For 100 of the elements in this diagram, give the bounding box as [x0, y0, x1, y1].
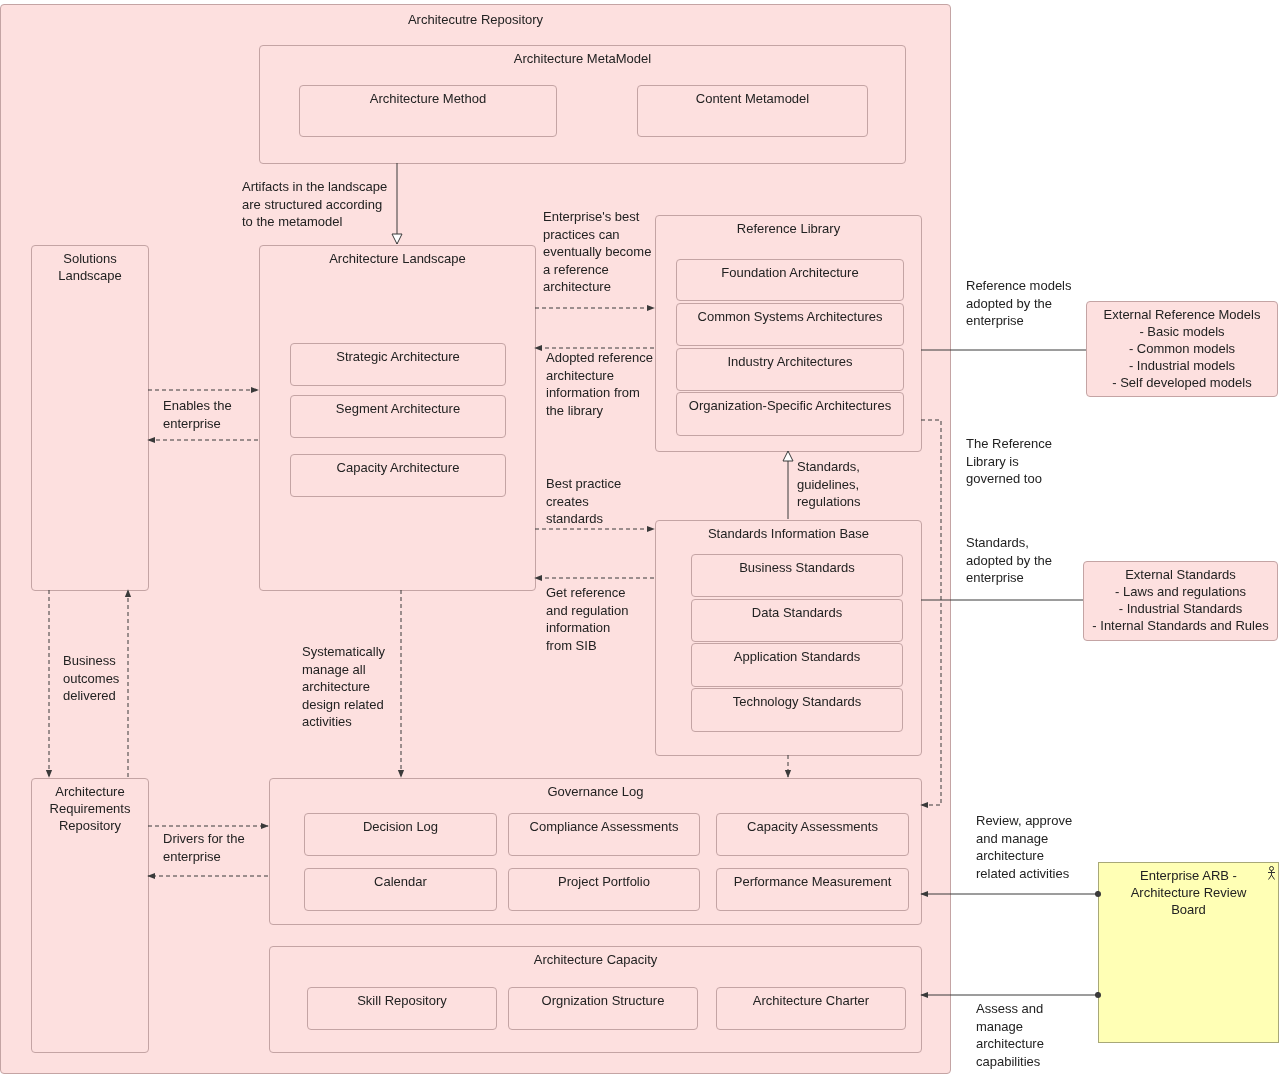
group-box	[259, 245, 536, 591]
box-title: Capacity Assessments	[746, 818, 879, 835]
process-box	[716, 987, 906, 1030]
arrow	[920, 991, 1102, 999]
box-title: Content Metamodel	[694, 90, 811, 107]
arrow	[920, 890, 1102, 898]
process-box	[1086, 301, 1278, 397]
process-box	[304, 868, 497, 911]
edge-label: Enables the enterprise	[163, 397, 233, 432]
box-title: Performance Measurement	[732, 873, 893, 890]
box-title: Enterprise ARB - Architecture Review Board	[1129, 867, 1248, 918]
box-title: Architecture MetaModel	[512, 50, 653, 67]
arrow	[45, 589, 53, 778]
group-box	[259, 45, 906, 164]
box-title: Industry Architectures	[726, 353, 854, 370]
process-box	[676, 303, 904, 346]
group-box	[655, 520, 922, 756]
box-title: Architecutre Repository	[406, 11, 545, 28]
box-title: Organization-Specific Architectures	[687, 397, 893, 414]
group-box	[269, 778, 922, 925]
box-title: Compliance Assessments	[528, 818, 680, 835]
process-box	[637, 85, 868, 137]
box-title: - Industrial Standards	[1117, 600, 1244, 617]
process-box	[676, 392, 904, 436]
process-box	[691, 643, 903, 687]
box-title: Strategic Architecture	[335, 348, 461, 365]
box-title: Architecture Requirements Repository	[48, 783, 132, 834]
process-box	[691, 554, 903, 597]
box-title: Application Standards	[732, 648, 862, 665]
box-title: Architecture Capacity	[532, 951, 659, 968]
process-box	[290, 454, 506, 497]
box-title: Calendar	[373, 873, 428, 890]
arrow	[147, 822, 269, 830]
edge-label: Drivers for the enterprise	[163, 830, 246, 865]
group-box	[269, 946, 922, 1053]
edge-label: The Reference Library is governed too	[966, 435, 1053, 488]
box-title: Data Standards	[750, 604, 844, 621]
arrow	[397, 589, 405, 778]
box-title: Architecture Charter	[751, 992, 871, 1009]
edge-label: Assess and manage architecture capabilities	[976, 1000, 1045, 1070]
edge-label: Artifacts in the landscape are structured according to the metamodel	[242, 178, 389, 231]
process-box	[290, 343, 506, 386]
process-box	[716, 813, 909, 856]
box-title: Governance Log	[546, 783, 645, 800]
box-title: Business Standards	[738, 559, 856, 576]
box-title: Skill Repository	[356, 992, 448, 1009]
process-box	[508, 813, 700, 856]
process-box	[307, 987, 497, 1030]
box-title: - Basic models	[1138, 323, 1226, 340]
box-title: Capacity Architecture	[335, 459, 461, 476]
box-title: Standards Information Base	[706, 525, 871, 542]
arrow	[124, 589, 132, 778]
arrow	[147, 436, 259, 444]
arrow	[391, 162, 403, 245]
edge-label: Review, approve and manage architecture related activities	[976, 812, 1074, 882]
box-title: Reference Library	[735, 220, 842, 237]
box-title: External Reference Models	[1102, 306, 1262, 323]
box-title: Orgnization Structure	[540, 992, 666, 1009]
arrow	[920, 419, 942, 809]
process-box	[691, 688, 903, 732]
box-title: - Industrial models	[1127, 357, 1237, 374]
arrow	[147, 872, 269, 880]
arrow	[784, 754, 792, 778]
arrow	[534, 304, 655, 312]
box-title: - Laws and regulations	[1114, 583, 1247, 600]
arrow	[534, 344, 655, 352]
process-box	[304, 813, 497, 856]
box-title: - Internal Standards and Rules	[1091, 617, 1270, 634]
process-box	[1083, 561, 1278, 641]
edge-label: Best practice creates standards	[546, 475, 623, 528]
process-box	[290, 395, 506, 438]
connector-line	[920, 349, 1087, 351]
edge-label: Business outcomes delivered	[63, 652, 121, 705]
box-title: Decision Log	[361, 818, 440, 835]
arrow	[534, 574, 655, 582]
process-box	[691, 599, 903, 642]
box-title: Architecture Landscape	[328, 250, 467, 267]
box-title: External Standards	[1124, 566, 1237, 583]
edge-label: Standards, adopted by the enterprise	[966, 534, 1054, 587]
box-title: Architecture Method	[368, 90, 488, 107]
box-title: Solutions Landscape	[57, 250, 123, 284]
arrow	[782, 450, 794, 520]
process-box	[31, 245, 149, 591]
group-box	[655, 215, 922, 452]
edge-label: Reference models adopted by the enterprise	[966, 277, 1073, 330]
box-title: Foundation Architecture	[720, 264, 860, 281]
process-box	[716, 868, 909, 911]
arrow	[534, 525, 655, 533]
box-title: Common Systems Architectures	[696, 308, 884, 325]
process-box	[508, 868, 700, 911]
box-title: Project Portfolio	[557, 873, 651, 890]
process-box	[31, 778, 149, 1053]
process-box	[676, 259, 904, 301]
edge-label: Get reference and regulation information from SIB	[546, 584, 630, 654]
actor-box	[1098, 862, 1279, 1043]
box-title: Segment Architecture	[334, 400, 462, 417]
arrow	[147, 386, 259, 394]
edge-label: Systematically manage all architecture design related activities	[302, 643, 387, 731]
edge-label: Adopted reference architecture information from the library	[546, 349, 654, 419]
edge-label: Standards, guidelines, regulations	[797, 458, 862, 511]
